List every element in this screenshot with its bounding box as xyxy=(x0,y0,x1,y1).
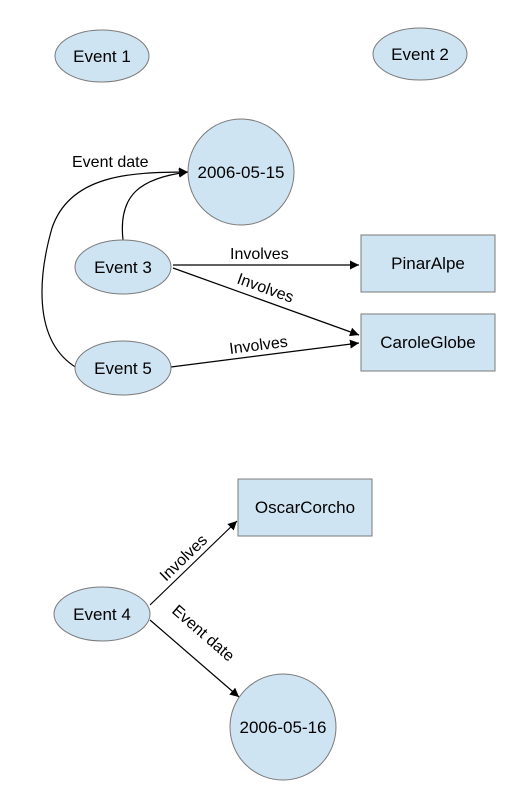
svg-text:Event 4: Event 4 xyxy=(73,605,131,624)
edge-event3-caroleglobe xyxy=(172,267,360,337)
edge-label-event3-pinaralpe: Involves xyxy=(230,246,289,263)
node-pinaralpe: PinarAlpe xyxy=(360,234,496,293)
svg-text:Event 2: Event 2 xyxy=(391,45,449,64)
node-date-2006-05-16: 2006-05-16 xyxy=(229,673,337,781)
svg-text:PinarAlpe: PinarAlpe xyxy=(391,254,465,273)
edge-label-event5-event-date: Event date xyxy=(72,154,149,171)
edge-label-event4-event-date: Event date xyxy=(168,602,237,665)
node-event-5: Event 5 xyxy=(74,340,172,396)
edge-event5-caroleglobe xyxy=(170,339,360,368)
edge-event4-event-date xyxy=(149,619,240,698)
svg-text:Event 5: Event 5 xyxy=(94,359,152,378)
svg-text:OscarCorcho: OscarCorcho xyxy=(255,498,355,517)
node-caroleglobe: CaroleGlobe xyxy=(360,313,496,372)
node-oscarcorcho: OscarCorcho xyxy=(237,478,373,537)
edge-event3-event-date xyxy=(121,168,189,241)
svg-text:CaroleGlobe: CaroleGlobe xyxy=(380,333,475,352)
svg-text:Event 3: Event 3 xyxy=(94,258,152,277)
node-event-2: Event 2 xyxy=(372,27,468,81)
svg-text:2006-05-16: 2006-05-16 xyxy=(240,718,327,737)
edge-label-event4-oscarcorcho: Involves xyxy=(157,532,211,585)
svg-text:2006-05-15: 2006-05-15 xyxy=(198,163,285,182)
edge-event5-event-date xyxy=(41,167,189,369)
svg-text:Event 1: Event 1 xyxy=(73,47,131,66)
node-event-3: Event 3 xyxy=(74,239,172,295)
node-event-4: Event 4 xyxy=(53,586,151,642)
node-date-2006-05-15: 2006-05-15 xyxy=(187,118,295,226)
node-event-1: Event 1 xyxy=(54,29,150,83)
edge-label-event5-caroleglobe: Involves xyxy=(228,334,288,358)
edge-event4-oscarcorcho xyxy=(149,520,238,606)
